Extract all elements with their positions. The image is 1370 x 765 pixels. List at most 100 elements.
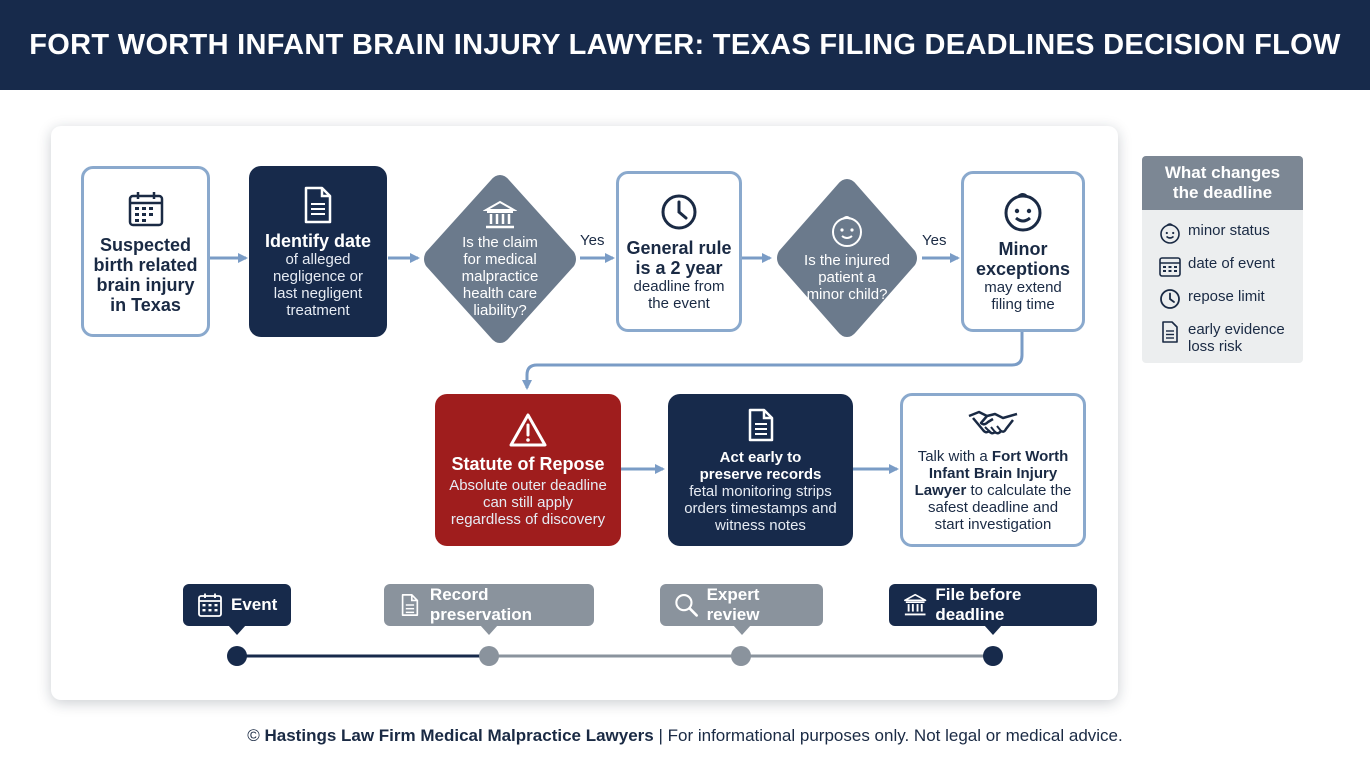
identify-line-1: of alleged — [285, 250, 351, 268]
sidebar-what-changes: What changes the deadline minor status d… — [1142, 156, 1303, 363]
repose-line-3: regardless of discovery — [450, 511, 606, 528]
sidebar-title: What changes the deadline — [1142, 156, 1303, 210]
sidebar-title-line-1: What changes — [1164, 162, 1281, 182]
warning-icon — [509, 413, 547, 447]
search-icon — [675, 594, 698, 617]
pill-pointer — [480, 625, 498, 635]
exceptions-title-1: Minor — [998, 238, 1048, 259]
document-icon — [401, 594, 419, 616]
talk-line-3: Lawyer to calculate the — [915, 482, 1072, 499]
timeline-pill-record-preservation: Record preservation — [384, 584, 594, 635]
sidebar-item-minor-status: minor status — [1142, 222, 1303, 244]
footer-copyright: © — [247, 726, 265, 745]
timeline-pill-event: Event — [183, 584, 291, 635]
identify-title: Identify date — [264, 230, 371, 251]
node-general-rule: General rule is a 2 year deadline from t… — [616, 171, 742, 332]
talk-bold-c: Lawyer — [914, 481, 967, 499]
sidebar-title-line-2: the deadline — [1172, 182, 1273, 202]
exceptions-line-2: filing time — [991, 295, 1055, 313]
general-title-1: General rule — [626, 237, 732, 258]
talk-bold-a: Fort Worth — [991, 447, 1069, 465]
exceptions-title-2: exceptions — [975, 258, 1071, 279]
suspected-line-3: brain injury — [96, 274, 195, 295]
footer-disclaimer-text: | For informational purposes only. Not l… — [653, 726, 1123, 745]
act-title-1: Act early to — [719, 448, 802, 466]
document-icon — [1162, 321, 1178, 343]
minor-q-line-3: minor child? — [806, 285, 888, 303]
repose-line-2: can still apply — [482, 494, 574, 511]
talk-post-a: to calculate the — [966, 481, 1072, 499]
talk-line-2: Infant Brain Injury — [928, 464, 1058, 482]
yes-label-1: Yes — [580, 232, 605, 249]
minor-q-line-2: patient a — [818, 268, 876, 286]
talk-line-1: Talk with a Fort Worth — [918, 448, 1069, 465]
sidebar-item-early-evidence: early evidence loss risk — [1142, 321, 1303, 355]
claim-line-2: for medical — [463, 250, 537, 268]
general-line-2: the event — [648, 294, 710, 312]
decision-minor-child: Is the injured patient a minor child? — [772, 173, 922, 343]
baby-icon — [1004, 192, 1042, 231]
repose-title: Statute of Repose — [451, 454, 605, 474]
pill-pointer — [732, 625, 751, 635]
node-identify-date: Identify date of alleged negligence or l… — [249, 166, 387, 337]
timeline-pill-label: Expert review — [706, 585, 760, 624]
pill-pointer — [228, 625, 246, 635]
suspected-line-4: in Texas — [110, 294, 181, 315]
calendar-icon — [198, 593, 222, 617]
timeline-pill-label: Event — [231, 595, 278, 614]
claim-line-1: Is the claim — [462, 233, 538, 251]
repose-line-1: Absolute outer deadline — [449, 477, 607, 494]
timeline-pill-file-before-deadline: File before deadline — [889, 584, 1097, 635]
sidebar-item-label-line-2: loss risk — [1188, 338, 1243, 355]
timeline-pill-label: File before deadline — [935, 585, 1022, 624]
node-suspected-injury: Suspected birth related brain injury in … — [81, 166, 210, 337]
act-title-2: preserve records — [699, 465, 822, 483]
node-talk-with-lawyer: Talk with a Fort Worth Infant Brain Inju… — [900, 393, 1086, 547]
talk-line-4: safest deadline and — [927, 498, 1059, 516]
timeline-pill-expert-review: Expert review — [660, 584, 823, 635]
document-icon — [748, 408, 773, 441]
courthouse-icon — [904, 593, 927, 616]
calendar-icon — [128, 191, 163, 226]
minor-q-line-1: Is the injured — [804, 251, 890, 269]
footer-disclaimer: © Hastings Law Firm Medical Malpractice … — [0, 726, 1370, 746]
sidebar-item-repose-limit: repose limit — [1142, 288, 1303, 310]
clock-icon — [661, 194, 697, 229]
identify-line-4: treatment — [286, 301, 350, 319]
act-line-3: witness notes — [715, 516, 806, 534]
node-statute-of-repose: Statute of Repose Absolute outer deadlin… — [435, 394, 621, 546]
handshake-icon — [968, 410, 1018, 435]
calendar-icon — [1159, 257, 1181, 277]
suspected-line-1: Suspected — [99, 234, 192, 255]
document-icon — [304, 186, 332, 223]
node-minor-exceptions: Minor exceptions may extend filing time — [961, 171, 1085, 332]
general-title-2: is a 2 year — [635, 257, 723, 278]
baby-icon — [832, 215, 862, 247]
decision-malpractice-claim: Is the claim for medical malpractice hea… — [419, 169, 581, 349]
sidebar-item-date-of-event: date of event — [1142, 255, 1303, 277]
header-bar: FORT WORTH INFANT BRAIN INJURY LAWYER: T… — [0, 0, 1370, 90]
identify-line-2: negligence or — [272, 267, 364, 285]
exceptions-line-1: may extend — [984, 278, 1062, 296]
clock-icon — [1160, 289, 1180, 309]
sidebar-item-label: minor status — [1188, 222, 1270, 239]
courthouse-icon — [483, 200, 517, 228]
identify-line-3: last negligent — [273, 284, 363, 302]
node-act-early: Act early to preserve records fetal moni… — [668, 394, 853, 546]
sidebar-item-label: repose limit — [1188, 288, 1265, 305]
claim-line-3: malpractice — [461, 267, 539, 285]
claim-line-5: liability? — [473, 301, 527, 319]
talk-pre: Talk with a — [917, 447, 992, 465]
yes-label-2: Yes — [922, 232, 947, 249]
pill-pointer — [984, 625, 1002, 635]
act-line-1: fetal monitoring strips — [689, 482, 832, 500]
suspected-line-2: birth related — [93, 254, 198, 275]
claim-line-4: health care — [462, 284, 538, 302]
baby-icon — [1160, 223, 1180, 244]
act-line-2: orders timestamps and — [684, 499, 837, 517]
general-line-1: deadline from — [633, 277, 725, 295]
page-title: FORT WORTH INFANT BRAIN INJURY LAWYER: T… — [29, 28, 1341, 61]
sidebar-item-label: date of event — [1188, 255, 1275, 272]
footer-firm-name: Hastings Law Firm Medical Malpractice La… — [264, 726, 654, 745]
talk-line-5: start investigation — [934, 515, 1052, 533]
